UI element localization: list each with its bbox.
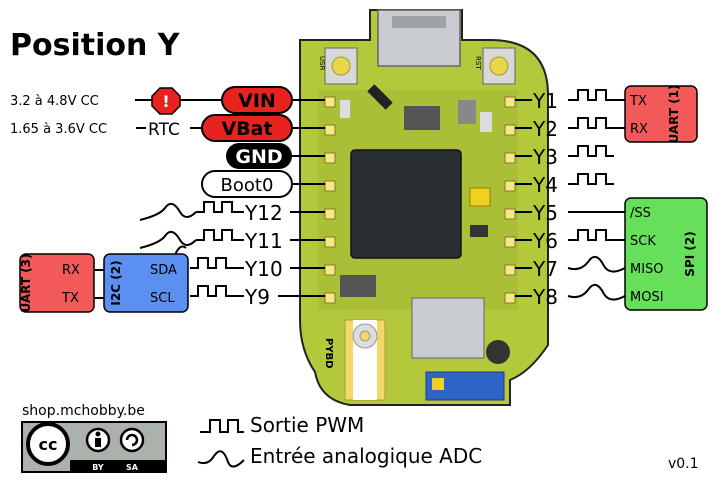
svg-text:!: ! (162, 92, 169, 111)
usr-label: USR (318, 56, 326, 71)
pin-y1: Y1 (532, 89, 558, 113)
pybd-label: PYBD (323, 338, 334, 369)
wifi-module (411, 297, 485, 359)
i2c2-scl: SCL (150, 291, 175, 306)
vbat-label: VBat (221, 118, 272, 140)
i2c2-title: I2C (2) (109, 260, 123, 305)
spi2-miso: MISO (630, 262, 664, 277)
sa-label: SA (126, 463, 139, 472)
legend-adc: Entrée analogique ADC (250, 444, 482, 468)
pwm-legend-icon (200, 419, 244, 433)
uart1-title: UART (1) (667, 84, 681, 143)
sa-icon (119, 427, 145, 453)
spi2-box: /SS SCK MISO MOSI SPI (2) (624, 197, 708, 311)
pin-y3: Y3 (532, 145, 558, 169)
gnd-pill (226, 143, 292, 169)
uart1-tx: TX (629, 94, 647, 109)
vin-voltage-range: 3.2 à 4.8V CC (10, 94, 99, 109)
uart3-tx: TX (61, 291, 79, 306)
cc-icon (26, 422, 70, 466)
uart1-rx: RX (630, 122, 648, 137)
svg-text:cc: cc (39, 435, 58, 454)
by-label: BY (92, 463, 104, 472)
uart3-box: UART (3) RX TX (19, 253, 95, 313)
warning-icon (151, 87, 181, 115)
version-label: v0.1 (668, 456, 699, 472)
legend-pwm: Sortie PWM (250, 413, 364, 437)
rtc-label: RTC (148, 120, 180, 140)
pyboard-d: USR RST PYBD (299, 9, 549, 406)
pin-y8: Y8 (532, 285, 558, 309)
pin-y9: Y9 (244, 285, 270, 309)
uart1-box: TX RX UART (1) (624, 84, 698, 144)
boot0-label: Boot0 (221, 175, 274, 196)
uart3-rx: RX (62, 263, 80, 278)
pin-y5: Y5 (532, 201, 558, 225)
i2c2-box: I2C (2) SDA SCL (103, 253, 189, 313)
i2c2-sda: SDA (150, 263, 177, 278)
adc-legend-icon (197, 450, 245, 468)
pin-y6: Y6 (532, 229, 558, 253)
mcu-chip (350, 149, 462, 259)
pin-y7: Y7 (532, 257, 558, 281)
vin-label: VIN (238, 90, 276, 112)
website-link[interactable]: shop.mchobby.be (22, 403, 145, 419)
pin-y2: Y2 (532, 117, 558, 141)
spi2-sck: SCK (630, 234, 656, 249)
pin-y4: Y4 (532, 173, 558, 197)
pin-y11: Y11 (244, 229, 283, 253)
gnd-label: GND (235, 146, 282, 168)
page-title: Position Y (10, 28, 181, 63)
spi2-mosi: MOSI (630, 290, 664, 305)
cc-license-badge: cc BY SA (21, 421, 167, 473)
uart3-title: UART (3) (19, 253, 33, 312)
spi2-title: SPI (2) (683, 231, 697, 276)
vbat-voltage-range: 1.65 à 3.6V CC (10, 122, 107, 137)
rst-label: RST (474, 56, 482, 70)
pin-y12: Y12 (244, 201, 283, 225)
spi2-ss: /SS (630, 206, 651, 221)
pin-y10: Y10 (244, 257, 283, 281)
